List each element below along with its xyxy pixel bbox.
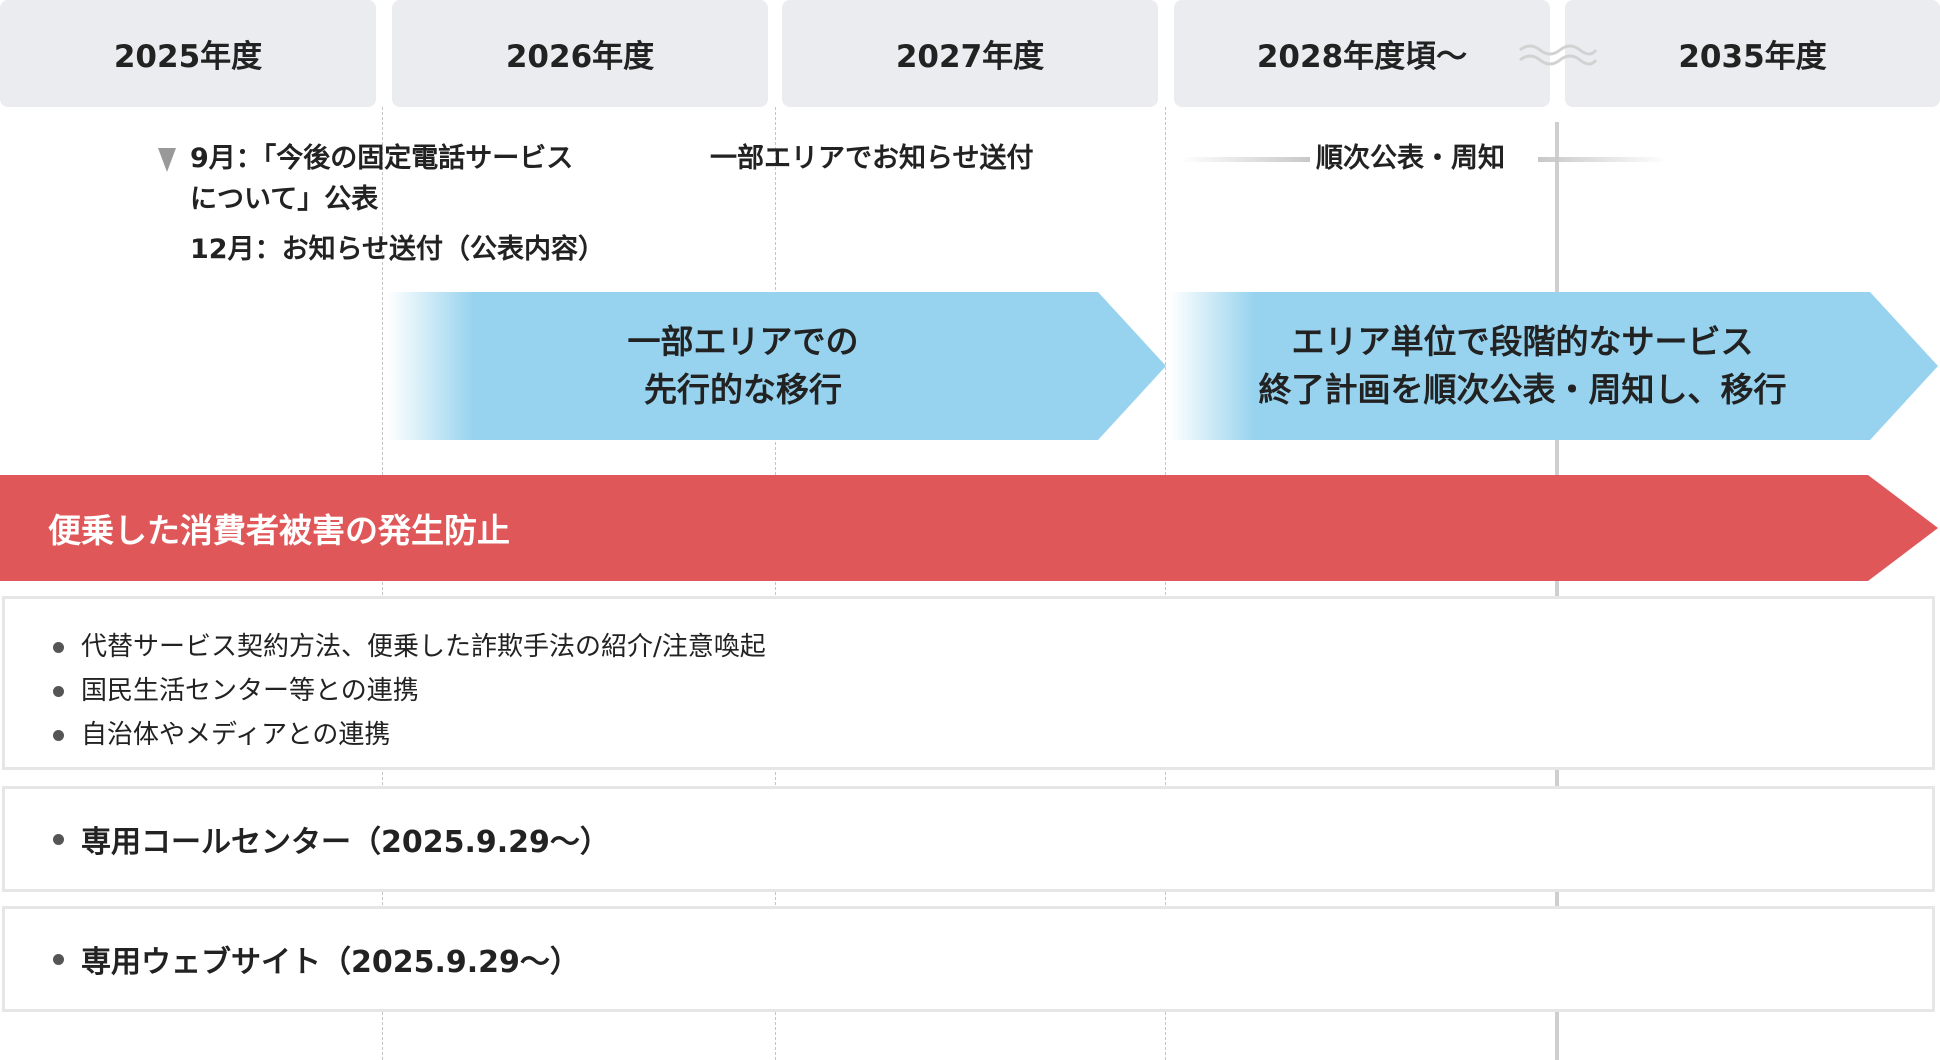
- call-center-item: 専用コールセンター（2025.9.29～）: [53, 817, 610, 861]
- measure-item-text: 代替サービス契約方法、便乗した詐欺手法の紹介/注意喚起: [81, 632, 766, 662]
- year-header-2027: 2027年度: [782, 0, 1158, 107]
- year-header-2025: 2025年度: [0, 0, 376, 107]
- timeline-break-wave-icon: [1519, 44, 1598, 66]
- phase2-label-line2: 終了計画を順次公表・周知し、移行: [1258, 370, 1787, 409]
- website-text: 専用ウェブサイト（2025.9.29～）: [81, 945, 580, 980]
- measure-item-text: 国民生活センター等との連携: [81, 676, 419, 706]
- grid-line-2027: [775, 107, 776, 1060]
- measure-item: 国民生活センター等との連携: [53, 669, 1932, 713]
- phase1-arrow: [388, 292, 1166, 440]
- measure-item-text: 自治体やメディアとの連携: [81, 720, 391, 750]
- red-banner-label: 便乗した消費者被害の発生防止: [48, 511, 510, 550]
- website-box: 専用ウェブサイト（2025.9.29～）: [2, 906, 1935, 1012]
- notice-line-right: [1538, 157, 1668, 162]
- measure-item: 代替サービス契約方法、便乗した詐欺手法の紹介/注意喚起: [53, 625, 1932, 669]
- note-sept-cont: について」公表: [190, 184, 379, 215]
- red-banner-arrow: [0, 475, 1938, 581]
- note-dec: 12月：お知らせ送付（公表内容）: [190, 234, 606, 265]
- bullet-icon: [53, 641, 64, 653]
- phase1-label-line2: 先行的な移行: [644, 370, 842, 409]
- note-sept: 9月：「今後の固定電話サービス: [190, 143, 574, 174]
- marker-triangle-icon: [158, 148, 176, 172]
- phase1-label: 一部エリアでの 先行的な移行: [388, 292, 1098, 440]
- phase2-arrow: [1170, 292, 1938, 440]
- phase2-label: エリア単位で段階的なサービス 終了計画を順次公表・周知し、移行: [1170, 292, 1875, 440]
- note-partial-notice: 一部エリアでお知らせ送付: [710, 143, 1034, 174]
- grid-line-2028: [1165, 107, 1166, 1060]
- year-header-2035: 2035年度: [1565, 0, 1940, 107]
- notice-line-left: [1180, 157, 1310, 162]
- bullet-icon: [53, 729, 64, 741]
- grid-line-break: [1555, 122, 1559, 1060]
- year-header-2026: 2026年度: [392, 0, 768, 107]
- note-sequential: 順次公表・周知: [1316, 143, 1505, 174]
- bullet-icon: [53, 833, 64, 845]
- measures-box: 代替サービス契約方法、便乗した詐欺手法の紹介/注意喚起 国民生活センター等との連…: [2, 596, 1935, 770]
- year-header-2028: 2028年度頃～: [1174, 0, 1550, 107]
- website-item: 専用ウェブサイト（2025.9.29～）: [53, 937, 580, 981]
- phase1-label-line1: 一部エリアでの: [627, 322, 859, 361]
- grid-line-2026: [382, 107, 383, 1060]
- call-center-box: 専用コールセンター（2025.9.29～）: [2, 786, 1935, 892]
- call-center-text: 専用コールセンター（2025.9.29～）: [81, 825, 610, 860]
- phase2-label-line1: エリア単位で段階的なサービス: [1291, 322, 1754, 361]
- bullet-icon: [53, 685, 64, 697]
- bullet-icon: [53, 953, 64, 965]
- measure-item: 自治体やメディアとの連携: [53, 713, 1932, 757]
